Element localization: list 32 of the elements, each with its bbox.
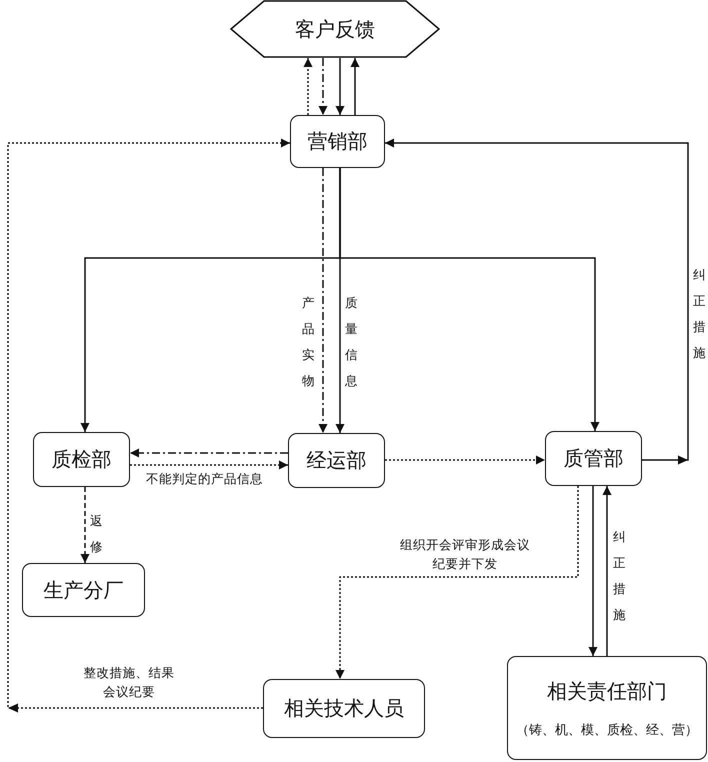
department-box: [33, 432, 130, 487]
arrow: [385, 456, 545, 464]
arrow: [304, 58, 312, 115]
node-title: 营销部: [308, 128, 368, 155]
arrow: [602, 486, 612, 656]
node-title: 相关责任部门: [547, 678, 667, 704]
feedback-hexagon: [230, 0, 440, 58]
arrow: [130, 448, 288, 458]
node-title: 客户反馈: [295, 16, 375, 42]
department-box: [22, 563, 145, 617]
node-title: 相关技术人员: [284, 695, 404, 722]
node-note: （铸、机、模、质检、经、营）: [516, 722, 698, 738]
arrow: [336, 58, 344, 115]
department-box: [545, 431, 642, 486]
node-title: 生产分厂: [44, 576, 124, 604]
arrow: [318, 168, 328, 433]
arrow: [336, 486, 579, 679]
arrow: [339, 168, 600, 431]
arrow: [7, 138, 290, 709]
arrow: [80, 487, 90, 563]
arrow: [350, 58, 360, 115]
arrow: [318, 58, 328, 115]
node-title: 质检部: [52, 446, 112, 473]
arrow: [385, 138, 689, 461]
node-title: 质管部: [564, 445, 624, 472]
arrow: [588, 486, 598, 656]
department-box: [507, 656, 707, 760]
department-box: [263, 679, 425, 738]
arrow: [130, 460, 288, 470]
node-title: 经运部: [306, 447, 366, 474]
department-box: [290, 115, 385, 168]
department-box: [288, 433, 385, 488]
